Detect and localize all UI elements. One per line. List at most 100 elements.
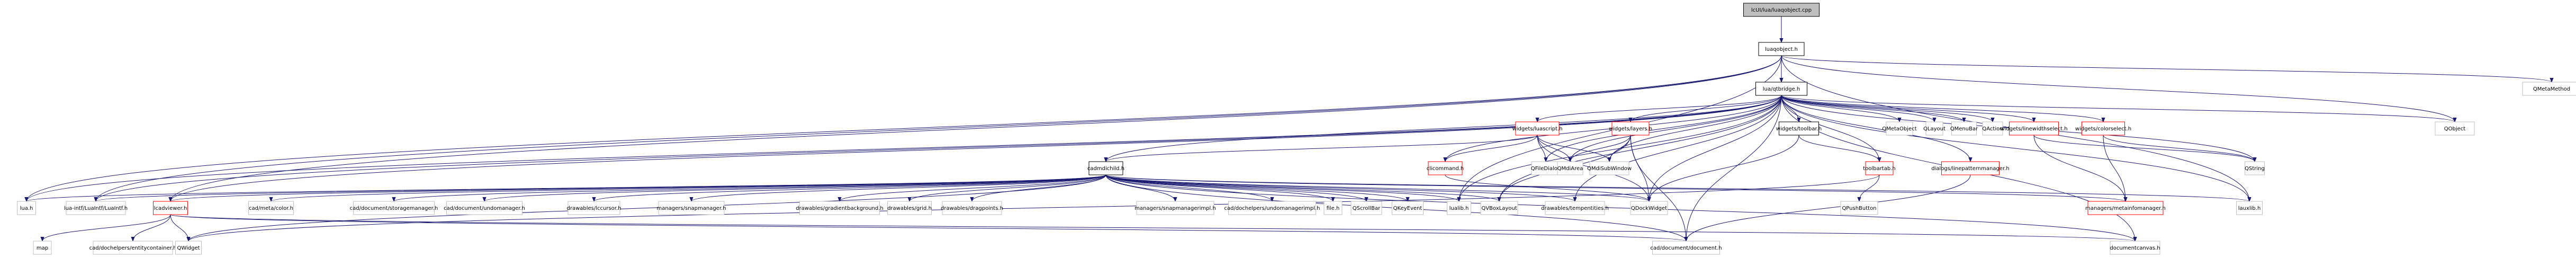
node-label: lualib.h (1449, 206, 1469, 211)
graph-node-luaqobject-h[interactable]: luaqobject.h (1758, 42, 1805, 56)
edge-cadmdichild_h-to-QKeyEvent (1105, 174, 1408, 202)
edge-luascript_h-to-QMdiSubWindow (1537, 135, 1609, 162)
node-label: luaqobject.h (1765, 47, 1798, 52)
edge-cadmdichild_h-to-lauxlib_h (1105, 174, 2249, 202)
edge-lcadviewer_h-to-documentcanvas_h (170, 214, 2135, 241)
node-box (1886, 121, 1913, 136)
edge-colorselect_h-to-QString (2103, 135, 2255, 162)
graph-node-dragpoints-h: drawables/dragpoints.h (941, 201, 1003, 215)
node-box (568, 201, 620, 215)
graph-node-QPushButton: QPushButton (1840, 201, 1878, 215)
node-label: cad/meta/color.h (249, 206, 293, 211)
node-box (658, 201, 725, 215)
edge-qtbridge_h-to-QAction (1781, 95, 1993, 122)
graph-node-linewidthselect-h[interactable]: widgets/linewidthselect.h (2000, 121, 2068, 136)
edge-qtbridge_h-to-QMetaObject (1781, 95, 1899, 122)
edge-cadmdichild_h-to-lualib_h (1105, 174, 1459, 202)
node-label: QMdiSubWindow (1587, 166, 1632, 172)
edge-cadmdichild_h-to-undomanager_h (484, 174, 1106, 202)
edge-toolbartab_h-to-QPushButton (1859, 174, 1880, 201)
node-box (1228, 201, 1316, 215)
edge-cadmdichild_h-to-QWidget (188, 174, 1106, 241)
edge-qtbridge_h-to-layers_h (1631, 95, 1782, 122)
node-box (1323, 201, 1343, 215)
node-label: lua.h (20, 206, 33, 211)
edge-toolbar_h-to-QDockWidget (1649, 135, 1799, 201)
node-label: lcUI/lua/luaqobject.cpp (1751, 7, 1812, 13)
node-label: QScrollBar (1353, 206, 1381, 211)
node-label: QMenuBar (1950, 126, 1978, 132)
graph-node-QMenuBar: QMenuBar (1950, 121, 1978, 136)
node-label: dialogs/linepatternmanager.h (1931, 166, 2009, 172)
edge-qtbridge_h-to-lua_h (26, 95, 1782, 201)
edge-linepatternmanager_h-to-document_h (1686, 174, 1971, 241)
edge-luascript_h-to-clicommand_h (1445, 135, 1538, 162)
node-label: widgets/layers.h (1609, 126, 1652, 132)
graph-node-QDockWidget: QDockWidget (1630, 201, 1668, 215)
edge-linewidthselect_h-to-metainfomanager_h (2033, 135, 2125, 201)
graph-node-toolbartab-h[interactable]: toolbartab.h (1863, 161, 1896, 175)
graph-node-luaintf-h: lua-intf/LuaIntf/LuaIntf.h (64, 201, 128, 215)
edge-cadmdichild_h-to-file_h (1105, 174, 1333, 202)
graph-node-QMdiArea: QMdiArea (1557, 161, 1583, 175)
node-box (1611, 121, 1650, 136)
node-label: map (37, 245, 48, 251)
edge-cadmdichild_h-to-QDockWidget (1105, 174, 1649, 202)
node-box (446, 201, 523, 215)
node-label: managers/snapmanagerimpl.h (1134, 206, 1216, 211)
edge-qtbridge_h-to-QVBoxLayout (1499, 95, 1782, 201)
graph-node-luascript-h[interactable]: widgets/luascript.h (1512, 121, 1563, 136)
node-label: QVBoxLayout (1481, 206, 1517, 211)
graph-node-toolbar-h[interactable]: widgets/toolbar.h (1776, 121, 1822, 136)
graph-node-lauxlib-h: lauxlib.h (2236, 201, 2263, 215)
node-box (2236, 201, 2263, 215)
node-label: drawables/grid.h (887, 206, 932, 211)
node-label: QPushButton (1842, 206, 1876, 211)
node-label: QAction (1982, 126, 2003, 132)
node-label: QKeyEvent (1393, 206, 1422, 211)
graph-node-linepatternmanager-h[interactable]: dialogs/linepatternmanager.h (1931, 161, 2010, 175)
edges-layer (26, 16, 2552, 241)
graph-node-colorselect-h[interactable]: widgets/colorselect.h (2075, 121, 2131, 136)
edge-luaqobject_h-to-QMetaMethod (1781, 55, 2552, 83)
edge-lcadviewer_h-to-map (42, 214, 171, 242)
node-box (1428, 161, 1463, 175)
node-label: QMetaMethod (2533, 86, 2570, 92)
node-label: cad/document/document.h (1650, 245, 1722, 251)
graph-node-layers-h[interactable]: widgets/layers.h (1609, 121, 1652, 136)
graph-node-storagemanager-h: cad/document/storagemanager.h (350, 201, 438, 215)
node-box (942, 201, 1002, 215)
node-box (887, 201, 932, 215)
edge-cadmdichild_h-to-gradientbackground_h (840, 174, 1106, 202)
graph-node-clicommand-h[interactable]: clicommand.h (1427, 161, 1464, 175)
graph-node-metainfomanager-h[interactable]: managers/metainfomanager.h (2085, 201, 2166, 215)
node-label: drawables/gradientbackground.h (796, 206, 884, 211)
edge-qtbridge_h-to-linepatternmanager_h (1781, 95, 1970, 162)
node-label: lauxlib.h (2238, 206, 2261, 211)
graph-node-snapmanagerimpl-h: managers/snapmanagerimpl.h (1134, 201, 1216, 215)
edge-luaqobject_h-to-luaintf_h (96, 55, 1782, 201)
graph-node-lcadviewer-h[interactable]: lcadviewer.h (153, 201, 188, 215)
node-box (175, 241, 202, 255)
node-label: QMdiArea (1557, 166, 1583, 172)
edge-qtbridge_h-to-QFileDialog (1546, 95, 1782, 162)
edge-qtbridge_h-to-toolbartab_h (1781, 95, 1879, 162)
node-box (1925, 121, 1943, 136)
node-box (33, 241, 52, 255)
node-box (1350, 201, 1382, 215)
node-box (93, 241, 173, 255)
node-label: widgets/linewidthselect.h (2000, 126, 2067, 132)
node-box (2435, 121, 2475, 136)
edge-qtbridge_h-to-luaintf_h (96, 95, 1782, 201)
node-box (1865, 161, 1894, 175)
graph-node-QFileDialog: QFileDialog (1531, 161, 1561, 175)
graph-node-cadmdichild-h[interactable]: cadmdichild.h (1087, 161, 1124, 175)
edge-cadmdichild_h-to-QVBoxLayout (1105, 174, 1499, 202)
node-box (2009, 121, 2059, 136)
node-box (1480, 201, 1518, 215)
edge-qtbridge_h-to-cadmdichild_h (1106, 95, 1782, 162)
graph-node-documentcanvas-h: documentcanvas.h (2110, 241, 2160, 255)
graph-node-root[interactable]: lcUI/lua/luaqobject.cpp (1743, 3, 1820, 17)
graph-node-qtbridge-h[interactable]: lua/qtbridge.h (1755, 82, 1807, 96)
